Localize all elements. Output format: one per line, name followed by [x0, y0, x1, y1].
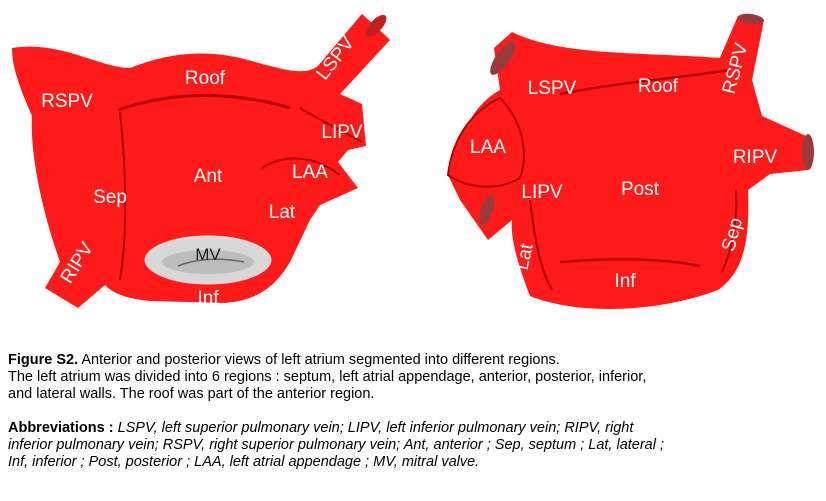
posterior-lspv-opening — [490, 41, 516, 75]
posterior-shade-sep — [721, 189, 738, 273]
label-ant-rspv: RSPV — [41, 91, 93, 112]
anterior-shade-roof — [117, 94, 291, 112]
caption-figure-label: Figure S2. — [8, 352, 79, 368]
caption-line-3: and lateral walls. The roof was part of … — [8, 386, 375, 402]
posterior-rspv-opening — [738, 13, 764, 25]
figure-caption: Figure S2. Anterior and posterior views … — [8, 352, 818, 471]
label-ant-inf: Inf — [197, 288, 219, 309]
label-post-laa: LAA — [470, 137, 506, 158]
posterior-atrium-body — [448, 18, 808, 309]
abbreviations-line-3: Inf, inferior ; Post, posterior ; LAA, l… — [8, 454, 480, 470]
label-post-lspv: LSPV — [528, 78, 577, 99]
posterior-shade-inf — [559, 258, 701, 268]
posterior-shade-roof — [559, 68, 731, 96]
label-ant-ant: Ant — [194, 166, 223, 187]
caption-line-1: Figure S2. Anterior and posterior views … — [8, 352, 818, 369]
posterior-shade-lat — [529, 199, 553, 291]
abbreviations-label: Abbreviations : — [8, 420, 114, 436]
anterior-lspv-opening — [365, 14, 387, 38]
label-post-post: Post — [621, 179, 660, 200]
abbreviations-line-1: Abbreviations : LSPV, left superior pulm… — [8, 420, 818, 437]
posterior-ripv-opening — [802, 134, 814, 170]
label-post-ripv: RIPV — [733, 147, 778, 168]
posterior-view: LSPV Roof RSPV LAA RIPV LIPV Post Lat Se… — [446, 13, 814, 309]
label-ant-mv: MV — [195, 245, 221, 264]
anterior-shade-sep — [119, 111, 127, 281]
label-ant-roof: Roof — [185, 68, 226, 89]
label-post-roof: Roof — [638, 76, 679, 97]
mitral-valve-slit — [177, 258, 245, 267]
posterior-lipv-opening — [479, 194, 495, 226]
label-ant-lat: Lat — [269, 202, 296, 223]
label-ant-lipv: LIPV — [321, 122, 363, 143]
label-ant-laa: LAA — [292, 162, 328, 183]
anterior-shade-laa — [261, 157, 341, 176]
anterior-shade-lipv — [299, 107, 363, 143]
caption-title-text: Anterior and posterior views of left atr… — [78, 352, 560, 368]
figure-illustration: Roof RSPV LSPV LIPV LAA Ant Sep Lat RIPV… — [12, 13, 814, 309]
label-ant-sep: Sep — [93, 187, 127, 208]
abbreviations-line-2: inferior pulmonary vein; RSPV, right sup… — [8, 437, 665, 453]
posterior-rspv-tube — [718, 16, 764, 80]
label-post-lipv: LIPV — [521, 182, 563, 203]
anterior-atrium-body — [12, 14, 388, 308]
abbreviations-text-1: LSPV, left superior pulmonary vein; LIPV… — [113, 420, 634, 436]
label-post-inf: Inf — [614, 271, 636, 292]
posterior-laa-lobe — [446, 96, 525, 188]
caption-spacer — [8, 403, 818, 420]
caption-line-2: The left atrium was divided into 6 regio… — [8, 369, 647, 385]
anterior-view: Roof RSPV LSPV LIPV LAA Ant Sep Lat RIPV… — [12, 14, 390, 309]
mitral-valve-center — [162, 250, 254, 274]
